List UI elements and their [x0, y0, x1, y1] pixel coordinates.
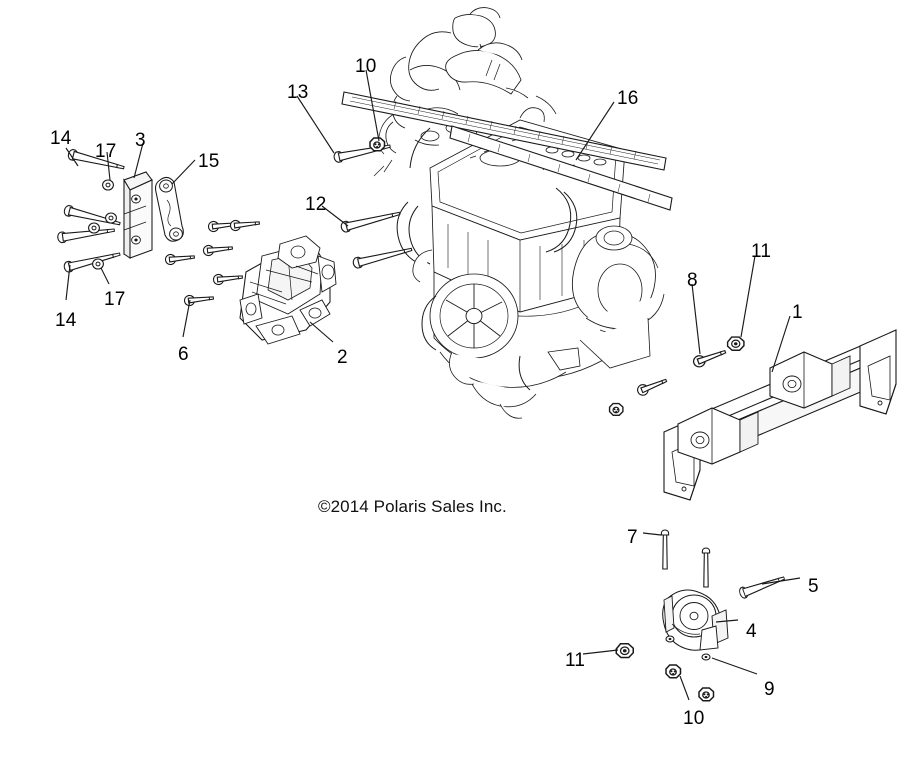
mount-block-art	[123, 171, 153, 259]
callout-8: 8	[687, 270, 698, 291]
fastener-11-lower	[615, 643, 634, 659]
callout-2: 2	[337, 347, 348, 368]
engine-through-rod-lower	[449, 125, 673, 211]
callout-11-lower: 11	[565, 650, 586, 671]
callout-13: 13	[287, 82, 309, 103]
fastener-8-group	[691, 346, 728, 370]
fastener-10-upper	[369, 137, 386, 152]
callout-5: 5	[808, 576, 819, 597]
engine-bracket-art	[239, 235, 337, 345]
link-strap-art	[154, 176, 184, 242]
copyright-notice: ©2014 Polaris Sales Inc.	[318, 497, 507, 516]
engine-assembly-art	[373, 7, 665, 419]
callout-14-lower: 14	[55, 310, 77, 331]
fastener-7-group	[660, 529, 711, 588]
fastener-11-upper	[726, 336, 745, 351]
callout-4: 4	[746, 621, 757, 642]
fastener-10-lower	[665, 664, 715, 702]
callout-17-upper: 17	[95, 141, 117, 162]
callout-12: 12	[305, 194, 327, 215]
leader-lines	[65, 69, 801, 701]
fastener-14-group	[56, 148, 126, 274]
engine-cradle-frame-art	[663, 329, 897, 501]
callout-6: 6	[178, 344, 189, 365]
callout-11-upper: 11	[751, 241, 772, 262]
rubber-isolator-mount-art	[662, 589, 729, 651]
callout-9: 9	[764, 679, 775, 700]
callout-10-upper: 10	[355, 56, 377, 77]
callout-7: 7	[627, 527, 638, 548]
callout-14-upper: 14	[50, 128, 72, 149]
callout-1: 1	[792, 302, 803, 323]
fastener-loose-group	[608, 375, 669, 416]
callout-16: 16	[617, 88, 639, 109]
callout-15: 15	[198, 151, 220, 172]
callout-3: 3	[135, 130, 146, 151]
fastener-12-group	[339, 207, 414, 270]
engine-through-rod	[341, 91, 667, 171]
callout-17-lower: 17	[104, 289, 126, 310]
callout-10-lower: 10	[683, 708, 705, 729]
fastener-5-group	[737, 572, 787, 600]
